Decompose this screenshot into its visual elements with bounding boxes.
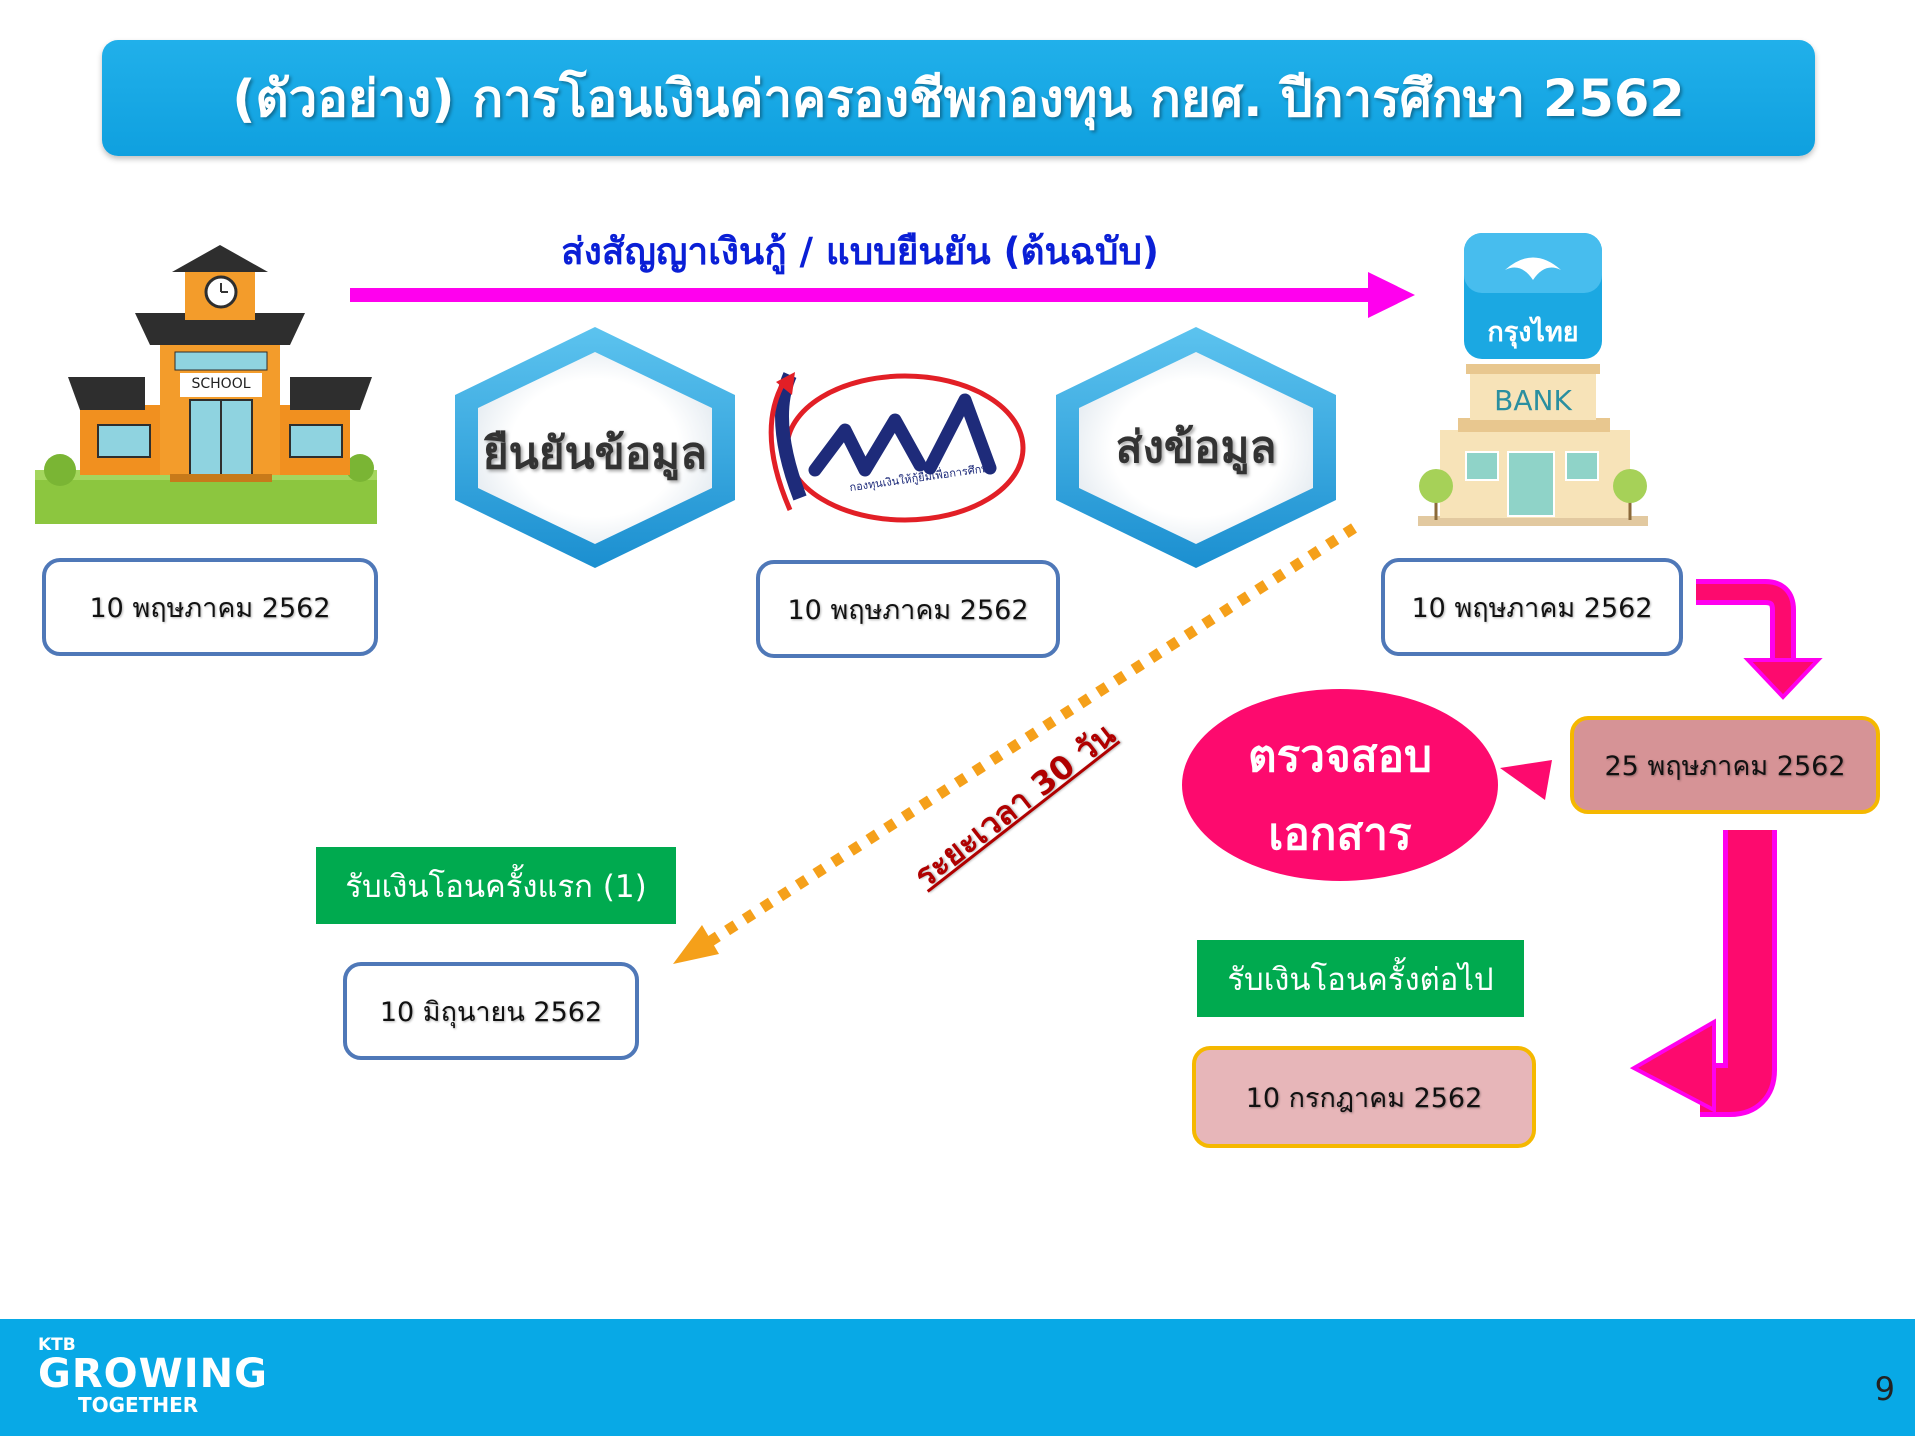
check-bubble-text: ตรวจสอบ เอกสาร <box>1200 718 1480 874</box>
footer-brand-logo: KTB GROWING TOGETHER <box>38 1335 268 1417</box>
hexagon-send-label: ส่งข้อมูล <box>1115 422 1277 473</box>
check-date: 25 พฤษภาคม 2562 <box>1570 716 1880 814</box>
check-bubble <box>1182 689 1552 881</box>
bank-illustration <box>1418 233 1648 526</box>
first-transfer-date: 10 มิถุนายน 2562 <box>343 962 639 1060</box>
first-transfer-label: รับเงินโอนครั้งแรก (1) <box>316 847 676 924</box>
check-bubble-line2: เอกสาร <box>1268 809 1412 860</box>
fund-date: 10 พฤษภาคม 2562 <box>756 560 1060 658</box>
footer-brand-main: GROWING <box>38 1351 268 1397</box>
top-arrow-label: ส่งสัญญาเงินกู้ / แบบยืนยัน (ต้นฉบับ) <box>561 230 1159 273</box>
footer-bar <box>0 1319 1915 1436</box>
hexagon-confirm <box>455 327 735 568</box>
bank-to-check-arrow <box>1696 579 1823 700</box>
top-arrow <box>350 272 1415 318</box>
bank-date: 10 พฤษภาคม 2562 <box>1381 558 1683 656</box>
next-transfer-date: 10 กรกฎาคม 2562 <box>1192 1046 1536 1148</box>
bank-logo-text: กรุงไทย <box>1487 317 1579 348</box>
title-bar: (ตัวอย่าง) การโอนเงินค่าครองชีพกองทุน กย… <box>102 40 1815 156</box>
page-title: (ตัวอย่าง) การโอนเงินค่าครองชีพกองทุน กย… <box>232 69 1685 129</box>
hexagon-confirm-label: ยืนยันข้อมูล <box>482 428 708 479</box>
school-sign: SCHOOL <box>191 376 251 392</box>
check-bubble-line1: ตรวจสอบ <box>1248 731 1432 782</box>
footer-brand-sub: TOGETHER <box>78 1393 199 1417</box>
school-date: 10 พฤษภาคม 2562 <box>42 558 378 656</box>
hexagon-send <box>1056 327 1336 568</box>
footer-brand-small: KTB <box>38 1335 76 1355</box>
page-number: 9 <box>1874 1370 1895 1408</box>
school-illustration <box>35 245 377 524</box>
check-to-next-arrow <box>1629 830 1777 1117</box>
fund-logo <box>768 372 1026 523</box>
next-transfer-label: รับเงินโอนครั้งต่อไป <box>1197 940 1524 1017</box>
bank-sign: BANK <box>1494 384 1572 417</box>
flow-diagram <box>35 233 1823 1117</box>
dotted-arrow <box>673 523 1357 964</box>
